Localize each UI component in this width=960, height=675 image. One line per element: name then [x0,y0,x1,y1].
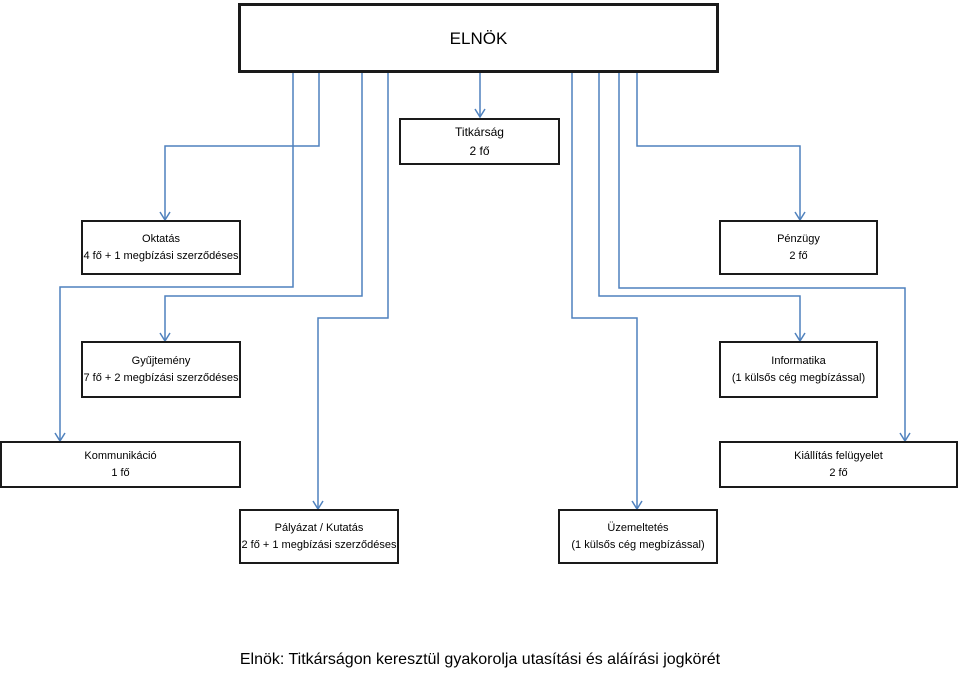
unit-staff: 2 fő [789,249,808,262]
unit-informatika: Informatika (1 külsős cég megbízással) [719,341,878,398]
connector-palyazat [317,73,389,508]
secretariat-staff: 2 fő [469,143,490,158]
unit-title: Kommunikáció [84,449,157,462]
connector-kommunikacio [59,73,294,440]
connector-informatika [598,73,801,340]
unit-gyujtemeny: Gyűjtemény 7 fő + 2 megbízási szerződése… [81,341,241,398]
unit-title: Pályázat / Kutatás [274,521,364,534]
unit-staff: 4 fő + 1 megbízási szerződéses [83,249,239,262]
connector-uzemeltetes [571,73,638,508]
unit-staff: 2 fő [829,466,848,479]
president-box: ELNÖK [238,3,719,73]
arrowhead-titkarsag [474,108,486,119]
footer-caption: Elnök: Titkárságon keresztül gyakorolja … [239,651,721,668]
connector-kiallitas [618,73,906,440]
connector-gyujtemeny [164,73,363,340]
unit-kommunikacio: Kommunikáció 1 fő [0,441,241,488]
unit-staff: 7 fő + 2 megbízási szerződéses [83,371,239,384]
unit-title: Pénzügy [777,232,820,245]
connector-penzugy [636,73,801,219]
secretariat-box: Titkárság 2 fő [399,118,560,165]
unit-uzemeltetes: Üzemeltetés (1 külsős cég megbízással) [558,509,718,564]
connector-oktatas [164,73,320,219]
unit-staff: (1 külsős cég megbízással) [571,538,705,551]
unit-staff: 1 fő [111,466,130,479]
unit-title: Oktatás [142,232,180,245]
unit-title: Kiállítás felügyelet [794,449,883,462]
president-title: ELNÖK [449,28,508,48]
unit-title: Gyűjtemény [131,354,191,367]
unit-kiallitas: Kiállítás felügyelet 2 fő [719,441,958,488]
unit-staff: 2 fő + 1 megbízási szerződéses [241,538,397,551]
secretariat-title: Titkárság [455,124,504,139]
unit-title: Üzemeltetés [607,521,669,534]
unit-title: Informatika [771,354,826,367]
unit-staff: (1 külsős cég megbízással) [731,371,866,384]
unit-penzugy: Pénzügy 2 fő [719,220,878,275]
unit-oktatas: Oktatás 4 fő + 1 megbízási szerződéses [81,220,241,275]
unit-palyazat: Pályázat / Kutatás 2 fő + 1 megbízási sz… [239,509,399,564]
